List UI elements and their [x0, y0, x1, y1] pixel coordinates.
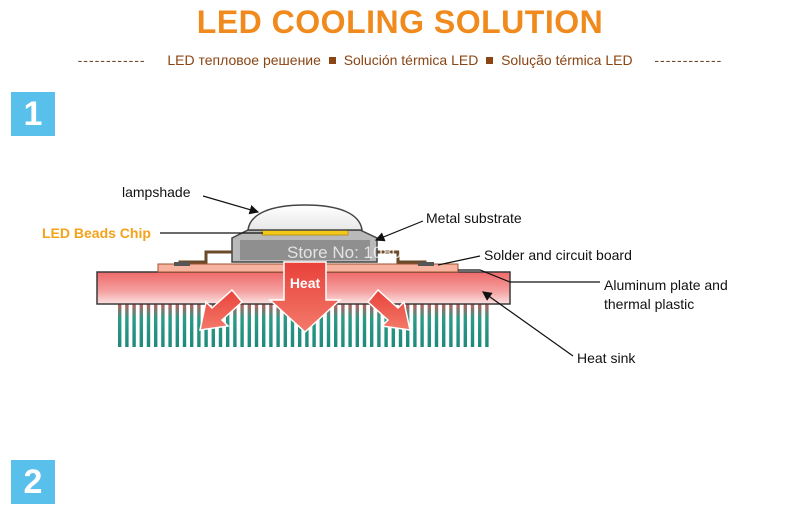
heat-sink-fin: [175, 303, 179, 347]
heat-sink-fin: [312, 303, 316, 347]
heat-sink-fin: [125, 303, 129, 347]
heat-arrow-right-icon: [366, 288, 411, 331]
label-lampshade: lampshade: [122, 184, 191, 200]
page-title: LED COOLING SOLUTION: [196, 4, 604, 40]
heat-sink-fin: [190, 303, 194, 347]
heat-sink-fin: [132, 303, 136, 347]
heat-sink-fin: [348, 303, 352, 347]
heat-label: Heat: [290, 275, 321, 291]
heat-sink-fin: [326, 303, 331, 347]
label-metal-substrate: Metal substrate: [426, 210, 522, 226]
heat-sink-fin: [334, 303, 338, 347]
heat-arrow-left-icon: [199, 288, 244, 331]
label-aluminum-line1: Aluminum plate and: [604, 277, 728, 293]
watermark: Store No: 1080577: [287, 243, 430, 262]
heat-sink-fin: [463, 303, 467, 347]
subtitle-right-dashes: ------------: [654, 52, 723, 68]
heat-sink-fin: [449, 303, 453, 347]
heat-sink-fin: [118, 303, 122, 347]
callout-metal-substrate: [374, 220, 424, 242]
step-badge-2: 2: [11, 460, 55, 504]
lampshade-dome: [247, 204, 363, 231]
callout-aluminum: [458, 269, 600, 283]
heat-sink-fin: [485, 303, 489, 347]
heat-sink-fin: [262, 303, 266, 347]
heat-sink-fin: [283, 303, 287, 347]
heat-sink-fin: [420, 303, 424, 347]
heat-arrow-down-icon: [268, 261, 342, 334]
heat-sink-fin: [240, 303, 244, 347]
heat-sink-fin: [247, 303, 251, 347]
heat-sink-fin: [197, 303, 201, 347]
heat-sink-fin: [182, 303, 187, 347]
label-solder-board: Solder and circuit board: [484, 247, 632, 263]
heat-sink-fin: [355, 303, 359, 347]
heat-sink-fin: [456, 303, 460, 347]
heat-sink-fin: [470, 303, 475, 347]
subtitle-spanish: Solución térmica LED: [343, 52, 479, 68]
heat-sink-fin: [319, 303, 323, 347]
subtitle-russian: LED тепловое решение: [167, 52, 321, 68]
subtitle-left-dashes: ------------: [77, 52, 146, 68]
heat-sink-fin: [154, 303, 158, 347]
heat-sink-fin: [341, 303, 345, 347]
label-heat-sink: Heat sink: [577, 350, 636, 366]
heat-sink-fin: [362, 303, 367, 347]
heat-sink-fin: [139, 303, 143, 347]
square-bullet-icon: [328, 57, 336, 65]
heat-sink-fin: [233, 303, 237, 347]
step-badge-1: 1: [11, 92, 55, 136]
solder-pad-right: [418, 262, 434, 266]
subtitle-portuguese: Solução térmica LED: [501, 52, 633, 68]
housing-base: [240, 240, 370, 260]
heat-sink-fin: [161, 303, 165, 347]
heat-sink-fin: [413, 303, 417, 347]
heat-sink-fin: [269, 303, 273, 347]
heat-sink-fin: [427, 303, 431, 347]
heat-sink-fin: [168, 303, 172, 347]
solder-pad-left: [174, 262, 190, 266]
callout-lampshade: [202, 195, 260, 215]
heat-sink-fin: [370, 303, 374, 347]
label-aluminum-line2: thermal plastic: [604, 296, 694, 312]
heat-sink-fin: [146, 303, 151, 347]
label-led-beads-chip: LED Beads Chip: [42, 225, 151, 241]
heat-sink-fin: [290, 303, 295, 347]
callout-solder: [437, 255, 481, 266]
heat-sink-fin: [254, 303, 259, 347]
callout-heat-sink: [482, 291, 574, 357]
subtitle: ------------ LED тепловое решение Soluci…: [0, 52, 800, 68]
heat-sink-fin: [377, 303, 381, 347]
heat-sink-fin: [442, 303, 446, 347]
heat-sink-fin: [276, 303, 280, 347]
square-bullet-icon: [486, 57, 494, 65]
heat-sink-fin: [478, 303, 482, 347]
heat-sink-fin: [434, 303, 439, 347]
